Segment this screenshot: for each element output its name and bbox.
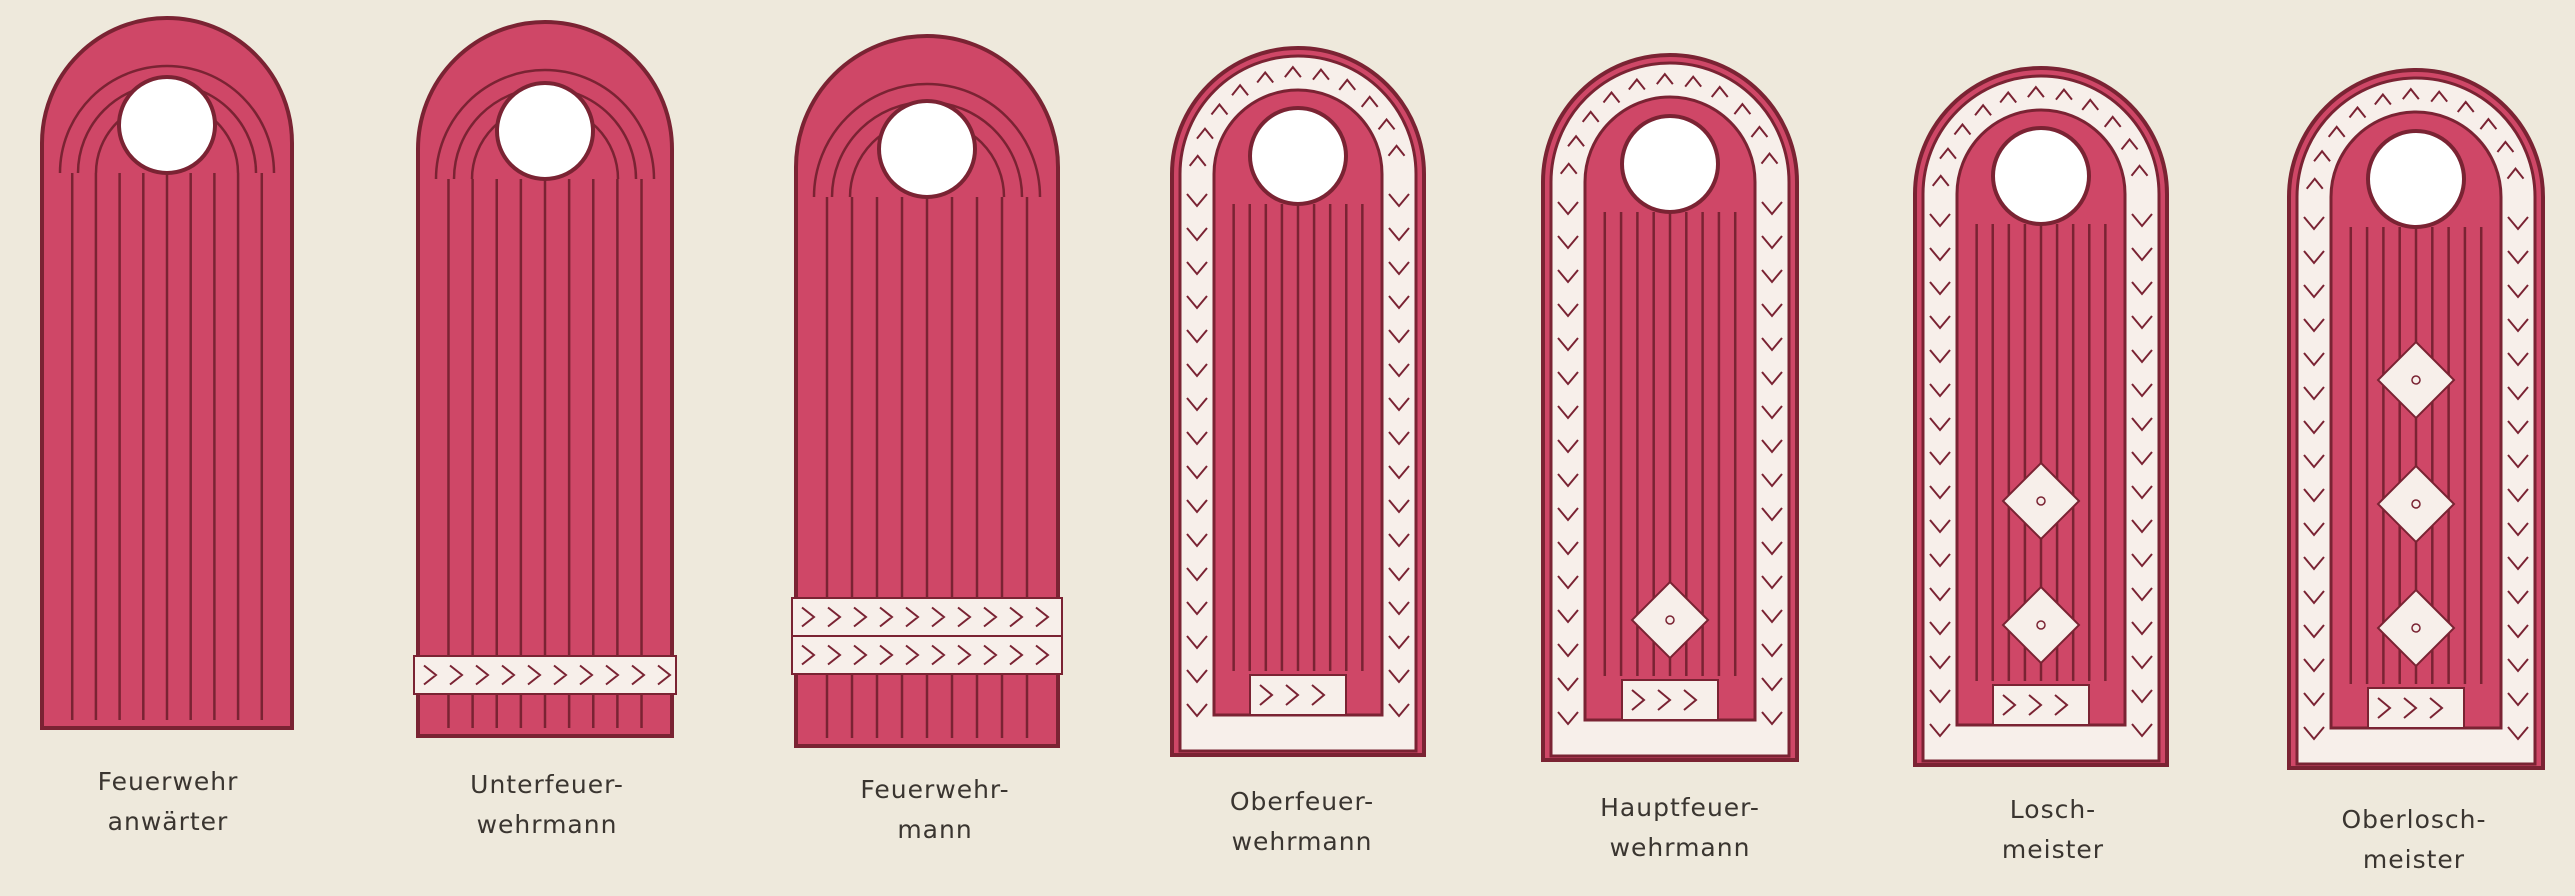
button-hole xyxy=(1993,128,2089,224)
button-hole xyxy=(2368,131,2464,227)
caption-line-1: Oberfeuer- xyxy=(1172,782,1432,822)
caption-oberfeuerwehrmann: Oberfeuer- wehrmann xyxy=(1172,782,1432,862)
caption-line-1: Hauptfeuer- xyxy=(1550,788,1810,828)
button-hole xyxy=(1250,108,1346,204)
epaulette xyxy=(1543,55,1797,760)
button-hole xyxy=(879,101,975,197)
caption-line-1: Unterfeuer- xyxy=(417,765,677,805)
caption-loschmeister: Losch- meister xyxy=(1923,790,2183,870)
button-hole xyxy=(1622,116,1718,212)
button-hole xyxy=(497,83,593,179)
epaulette xyxy=(414,22,676,736)
caption-line-2: mann xyxy=(805,810,1065,850)
caption-line-1: Feuerwehr xyxy=(38,762,298,802)
caption-line-1: Oberlosch- xyxy=(2284,800,2544,840)
caption-line-1: Losch- xyxy=(1923,790,2183,830)
epaulette xyxy=(42,18,292,728)
epaulette xyxy=(1915,68,2167,765)
caption-line-2: anwärter xyxy=(38,802,298,842)
caption-line-2: wehrmann xyxy=(1550,828,1810,868)
caption-line-2: meister xyxy=(1923,830,2183,870)
caption-feuerwehrmann: Feuerwehr- mann xyxy=(805,770,1065,850)
cross-bar xyxy=(414,656,676,694)
epaulette xyxy=(2289,70,2543,768)
caption-unterfeuerwehrmann: Unterfeuer- wehrmann xyxy=(417,765,677,845)
caption-line-2: wehrmann xyxy=(417,805,677,845)
caption-feuerwehranwaerter: Feuerwehr anwärter xyxy=(38,762,298,842)
epaulette xyxy=(1172,48,1424,755)
caption-line-2: meister xyxy=(2284,840,2544,880)
caption-line-2: wehrmann xyxy=(1172,822,1432,862)
button-hole xyxy=(119,77,215,173)
caption-hauptfeuerwehrmann: Hauptfeuer- wehrmann xyxy=(1550,788,1810,868)
epaulette xyxy=(792,36,1062,746)
caption-line-1: Feuerwehr- xyxy=(805,770,1065,810)
caption-oberloschmeister: Oberlosch- meister xyxy=(2284,800,2544,880)
